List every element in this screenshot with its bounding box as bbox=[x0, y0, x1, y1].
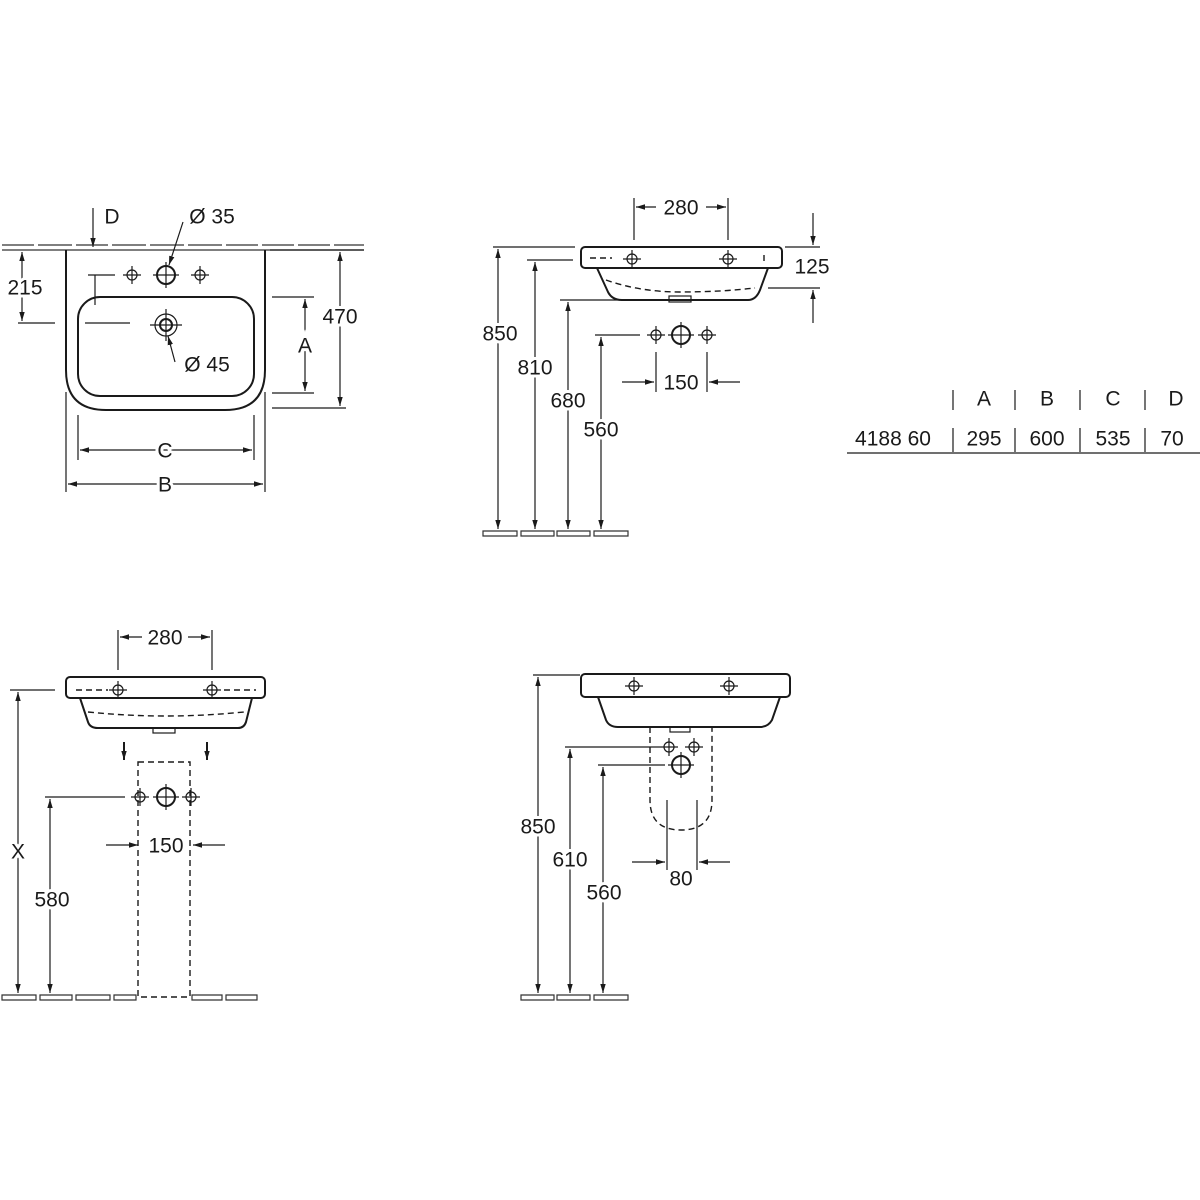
table-cell-D: 70 bbox=[1160, 428, 1183, 451]
water-connection-icon bbox=[646, 325, 666, 345]
dim-470: 470 bbox=[322, 306, 357, 329]
water-connection-icon bbox=[181, 787, 201, 807]
water-connection-icon bbox=[659, 737, 679, 757]
table-header-C: C bbox=[1105, 388, 1120, 411]
label-diameter-35: Ø 35 bbox=[189, 206, 235, 229]
water-connection-icon bbox=[684, 737, 704, 757]
pedestal-front-view: 280 150 X 580 bbox=[1, 627, 266, 1001]
dimensions-table: A B C D 4188 60 295 600 535 70 bbox=[847, 388, 1200, 454]
basin-bowl-side bbox=[596, 267, 769, 301]
tap-hole-icon bbox=[719, 676, 739, 696]
dim-850: 850 bbox=[482, 323, 517, 346]
waste-connection-icon bbox=[667, 751, 695, 779]
pedestal-side-view: 80 850 610 560 bbox=[517, 673, 791, 1001]
label-D: D bbox=[104, 206, 119, 229]
tap-hole-icon bbox=[624, 676, 644, 696]
label-B: B bbox=[158, 474, 172, 497]
table-cell-B: 600 bbox=[1029, 428, 1064, 451]
dim-280: 280 bbox=[663, 197, 698, 220]
waste-connection-icon bbox=[152, 783, 180, 811]
pedestal-outline bbox=[137, 761, 191, 998]
dim-150: 150 bbox=[663, 372, 698, 395]
tap-hole-icon bbox=[122, 265, 142, 285]
tap-hole-icon bbox=[718, 249, 738, 269]
label-C: C bbox=[157, 440, 172, 463]
dim-560: 560 bbox=[586, 882, 621, 905]
table-header-D: D bbox=[1168, 388, 1183, 411]
dim-850: 850 bbox=[520, 816, 555, 839]
table-header-B: B bbox=[1040, 388, 1054, 411]
dim-80: 80 bbox=[669, 868, 692, 891]
dim-280: 280 bbox=[147, 627, 182, 650]
dim-680: 680 bbox=[550, 390, 585, 413]
tap-hole-icon bbox=[108, 680, 128, 700]
water-connection-icon bbox=[697, 325, 717, 345]
side-view: 280 125 850 810 680 560 150 bbox=[479, 197, 830, 537]
tap-hole-icon bbox=[152, 261, 180, 289]
waste-connection-icon bbox=[667, 321, 695, 349]
basin-bowl bbox=[77, 296, 255, 397]
table-cell-A: 295 bbox=[966, 428, 1001, 451]
tap-hole-icon bbox=[190, 265, 210, 285]
basin-rim bbox=[580, 246, 783, 269]
dim-580: 580 bbox=[34, 889, 69, 912]
table-header-A: A bbox=[977, 388, 991, 411]
label-diameter-45: Ø 45 bbox=[184, 354, 230, 377]
wall-line bbox=[2, 244, 364, 251]
water-connection-icon bbox=[130, 787, 150, 807]
dim-560: 560 bbox=[583, 419, 618, 442]
basin-outline bbox=[65, 250, 266, 411]
table-cell-model: 4188 60 bbox=[855, 428, 931, 451]
front-view: 215 D Ø 35 Ø 45 A 470 C B bbox=[2, 206, 364, 500]
dim-X: X bbox=[11, 841, 25, 864]
drain-icon bbox=[150, 309, 182, 341]
dim-125: 125 bbox=[794, 256, 829, 279]
dim-810: 810 bbox=[517, 357, 552, 380]
dim-215: 215 bbox=[7, 277, 42, 300]
label-A: A bbox=[298, 335, 312, 358]
table-row: 4188 60 295 600 535 70 bbox=[855, 428, 1184, 451]
dim-150: 150 bbox=[148, 835, 183, 858]
table-cell-C: 535 bbox=[1095, 428, 1130, 451]
tap-hole-icon bbox=[202, 680, 222, 700]
tap-hole-icon bbox=[622, 249, 642, 269]
dim-610: 610 bbox=[552, 849, 587, 872]
